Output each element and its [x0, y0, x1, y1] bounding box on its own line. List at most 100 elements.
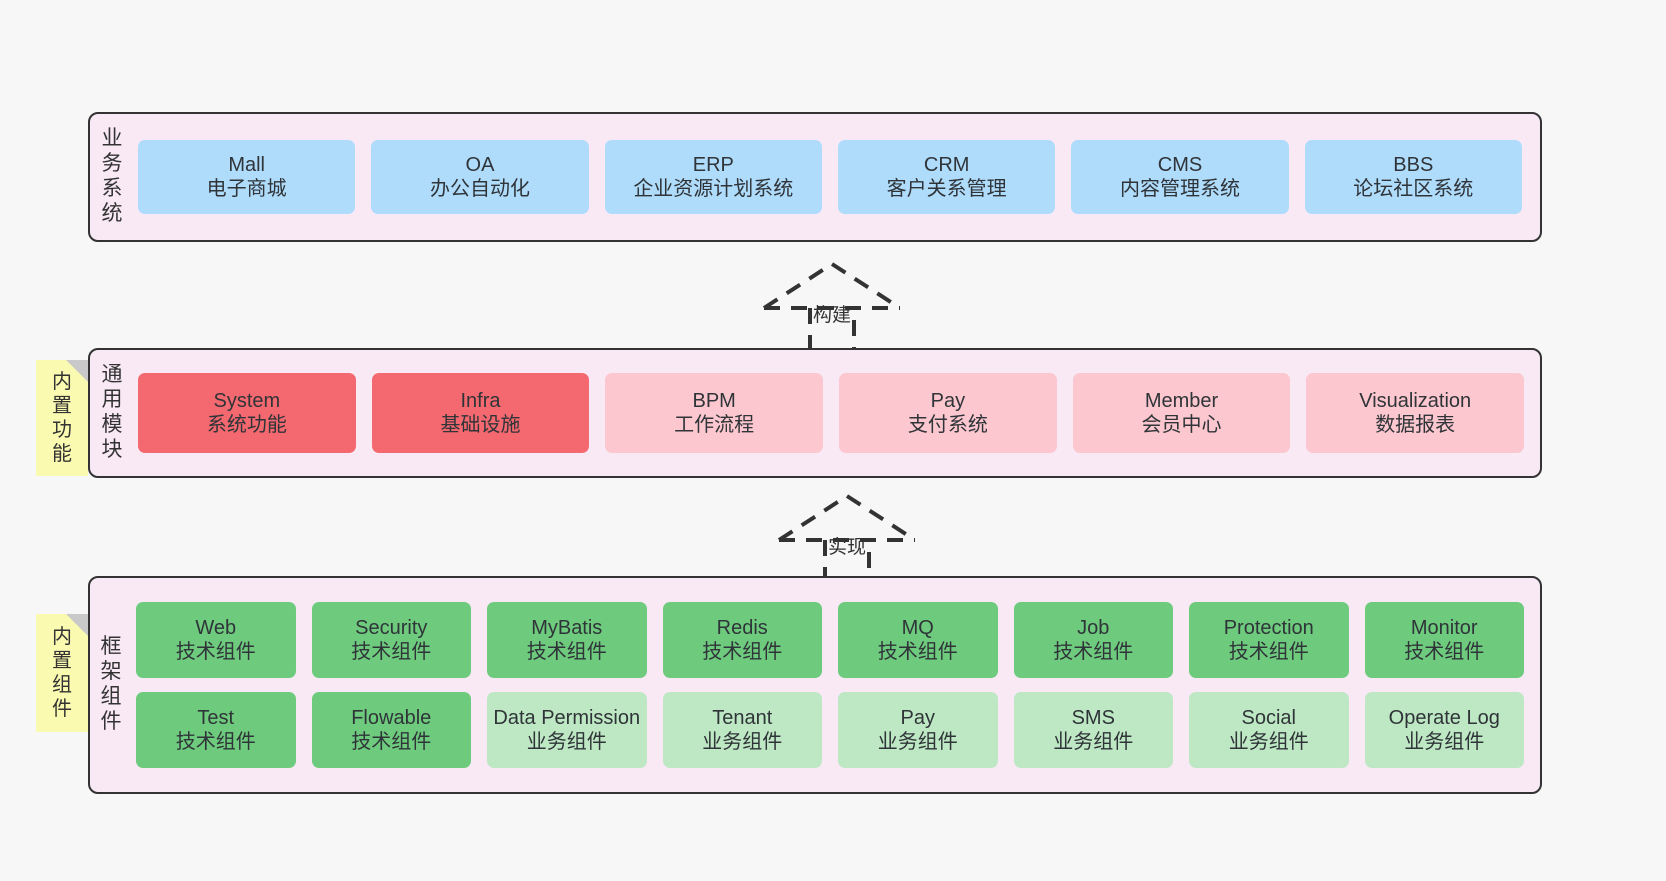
- box-title: Test: [197, 706, 235, 729]
- box-subtitle: 工作流程: [674, 414, 755, 436]
- box-title: MQ: [901, 616, 934, 639]
- box-subtitle: 业务组件: [877, 731, 958, 753]
- framework-box-job[interactable]: Job 技术组件: [1013, 602, 1173, 678]
- box-subtitle: 电子商城: [206, 178, 287, 200]
- box-title: Infra: [460, 389, 501, 412]
- layer-title-char: 业: [101, 127, 123, 151]
- framework-box-social[interactable]: Social 业务组件: [1189, 692, 1349, 768]
- connector-label-build: 构建: [812, 305, 851, 326]
- box-subtitle: 技术组件: [351, 731, 432, 753]
- box-title: Flowable: [351, 706, 432, 729]
- box-title: Mall: [228, 153, 265, 176]
- box-title: MyBatis: [531, 616, 603, 639]
- module-box-pay[interactable]: Pay 支付系统: [839, 373, 1057, 453]
- note-fold-corner-icon: [66, 360, 88, 382]
- box-subtitle: 业务组件: [1053, 731, 1134, 753]
- framework-box-test[interactable]: Test 技术组件: [136, 692, 296, 768]
- box-title: Pay: [900, 706, 935, 729]
- business-box-mall[interactable]: Mall 电子商城: [138, 140, 356, 214]
- note-char: 置: [52, 395, 72, 417]
- framework-box-web[interactable]: Web 技术组件: [136, 602, 296, 678]
- layer-title-char: 框: [100, 635, 122, 659]
- box-subtitle: 基础设施: [440, 414, 521, 436]
- box-subtitle: 办公自动化: [429, 178, 530, 200]
- framework-box-monitor[interactable]: Monitor 技术组件: [1364, 602, 1524, 678]
- layer-business-system: 业 务 系 统 Mall 电子商城 OA 办公自动化 ERP 企业资源计划系统: [88, 112, 1542, 242]
- box-title: Web: [195, 616, 237, 639]
- box-title: OA: [465, 153, 495, 176]
- box-title: SMS: [1071, 706, 1115, 729]
- note-fold-corner-icon: [66, 614, 88, 636]
- box-subtitle: 数据报表: [1375, 414, 1456, 436]
- box-subtitle: 技术组件: [175, 731, 256, 753]
- layer-title-char: 系: [101, 177, 123, 200]
- connector-label-realize: 实现: [827, 537, 866, 558]
- module-box-bpm[interactable]: BPM 工作流程: [605, 373, 824, 453]
- note-char: 能: [52, 443, 72, 465]
- note-char: 置: [52, 650, 72, 672]
- box-subtitle: 技术组件: [1053, 641, 1134, 663]
- framework-row-biz: Test 技术组件 Flowable 技术组件 Data Permission …: [136, 692, 1524, 768]
- box-subtitle: 会员中心: [1141, 414, 1222, 436]
- business-box-bbs[interactable]: BBS 论坛社区系统: [1304, 140, 1522, 214]
- layer-body-modules: System 系统功能 Infra 基础设施 BPM 工作流程 Pay 支付系统…: [134, 350, 1540, 476]
- box-subtitle: 系统功能: [206, 414, 287, 436]
- layer-title-framework: 框 架 组 件: [90, 578, 132, 792]
- framework-box-mybatis[interactable]: MyBatis 技术组件: [487, 602, 647, 678]
- box-title: Monitor: [1410, 616, 1478, 639]
- framework-box-security[interactable]: Security 技术组件: [311, 602, 471, 678]
- box-title: Operate Log: [1388, 706, 1500, 729]
- box-title: CRM: [923, 153, 970, 176]
- framework-row-tech: Web 技术组件 Security 技术组件 MyBatis 技术组件 Redi…: [136, 602, 1524, 678]
- layer-title-char: 组: [100, 685, 122, 708]
- box-title: Data Permission: [493, 706, 641, 729]
- module-box-visualization[interactable]: Visualization 数据报表: [1306, 373, 1525, 453]
- box-subtitle: 业务组件: [1404, 731, 1485, 753]
- box-subtitle: 技术组件: [175, 641, 256, 663]
- box-title: BPM: [692, 389, 736, 412]
- module-box-member[interactable]: Member 会员中心: [1072, 373, 1291, 453]
- framework-box-data-permission[interactable]: Data Permission 业务组件: [487, 692, 647, 768]
- framework-box-operate-log[interactable]: Operate Log 业务组件: [1364, 692, 1524, 768]
- framework-box-pay[interactable]: Pay 业务组件: [838, 692, 998, 768]
- module-box-infra[interactable]: Infra 基础设施: [371, 373, 590, 453]
- box-title: CMS: [1157, 153, 1203, 176]
- layer-body-framework: Web 技术组件 Security 技术组件 MyBatis 技术组件 Redi…: [132, 578, 1540, 792]
- layer-title-char: 务: [101, 152, 123, 176]
- box-title: ERP: [692, 153, 734, 176]
- business-box-oa[interactable]: OA 办公自动化: [371, 140, 589, 214]
- framework-box-protection[interactable]: Protection 技术组件: [1189, 602, 1349, 678]
- layer-title-char: 统: [101, 201, 123, 225]
- business-box-crm[interactable]: CRM 客户关系管理: [837, 140, 1056, 214]
- box-title: Job: [1077, 616, 1110, 639]
- note-char: 件: [52, 698, 72, 720]
- modules-row: System 系统功能 Infra 基础设施 BPM 工作流程 Pay 支付系统…: [138, 373, 1525, 453]
- note-char: 组: [52, 674, 72, 696]
- box-subtitle: 客户关系管理: [886, 178, 1007, 200]
- business-box-cms[interactable]: CMS 内容管理系统: [1071, 140, 1289, 214]
- layer-title-char: 模: [101, 413, 123, 436]
- box-title: BBS: [1393, 153, 1434, 176]
- box-title: Tenant: [712, 706, 773, 729]
- framework-box-redis[interactable]: Redis 技术组件: [662, 602, 822, 678]
- framework-box-tenant[interactable]: Tenant 业务组件: [662, 692, 822, 768]
- box-subtitle: 业务组件: [702, 731, 783, 753]
- box-subtitle: 业务组件: [1228, 731, 1309, 753]
- module-box-system[interactable]: System 系统功能: [138, 373, 356, 453]
- box-subtitle: 技术组件: [877, 641, 958, 663]
- box-subtitle: 技术组件: [526, 641, 607, 663]
- box-title: System: [213, 389, 281, 412]
- layer-body-business: Mall 电子商城 OA 办公自动化 ERP 企业资源计划系统 CRM 客户关系…: [134, 114, 1540, 240]
- box-subtitle: 技术组件: [1228, 641, 1309, 663]
- framework-box-sms[interactable]: SMS 业务组件: [1013, 692, 1173, 768]
- business-box-erp[interactable]: ERP 企业资源计划系统: [604, 140, 822, 214]
- layer-title-modules: 通 用 模 块: [90, 350, 134, 476]
- framework-box-flowable[interactable]: Flowable 技术组件: [311, 692, 471, 768]
- layer-title-char: 用: [101, 388, 123, 412]
- business-row: Mall 电子商城 OA 办公自动化 ERP 企业资源计划系统 CRM 客户关系…: [138, 140, 1522, 214]
- box-subtitle: 技术组件: [1404, 641, 1485, 663]
- box-title: Protection: [1223, 616, 1314, 639]
- layer-title-char: 块: [101, 437, 123, 461]
- framework-box-mq[interactable]: MQ 技术组件: [838, 602, 998, 678]
